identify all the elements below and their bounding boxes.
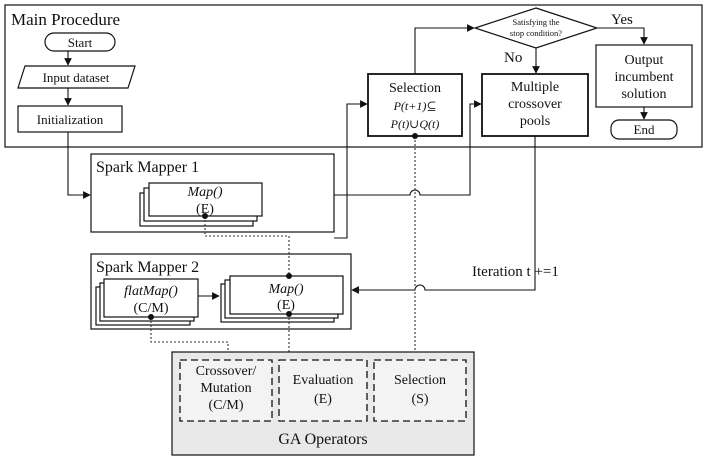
output-line-2: incumbent bbox=[614, 70, 673, 85]
iteration-label: Iteration t +=1 bbox=[472, 264, 559, 280]
selection-formula-2: P(t)∪Q(t) bbox=[390, 117, 440, 131]
mapper2-map-box bbox=[229, 275, 344, 315]
mapper1-map-label: Map() bbox=[187, 185, 223, 200]
start-label: Start bbox=[68, 35, 93, 50]
evaluation-operator bbox=[278, 359, 368, 422]
crossover-pools-node bbox=[481, 73, 589, 137]
ga-selection-line-2: (S) bbox=[411, 392, 428, 407]
crossover-pools-line-3: pools bbox=[520, 114, 550, 129]
decision-line-2: stop condition? bbox=[510, 28, 562, 38]
selection-formula-1: P(t+1)⊆ bbox=[393, 99, 437, 113]
spark-mapper-1-title: Spark Mapper 1 bbox=[96, 159, 199, 176]
crossover-pools-line-2: crossover bbox=[508, 97, 562, 112]
output-node bbox=[595, 44, 693, 108]
ga-crossover-line-1: Crossover/ bbox=[196, 364, 257, 379]
ga-selection-line-1: Selection bbox=[394, 373, 446, 388]
initialization-node bbox=[17, 105, 123, 133]
output-line-3: solution bbox=[621, 87, 666, 102]
mapper2-map-sub: (E) bbox=[277, 298, 295, 313]
yes-label: Yes bbox=[611, 12, 633, 28]
no-label: No bbox=[504, 50, 522, 66]
flatmap-sub: (C/M) bbox=[134, 301, 169, 316]
crossover-mutation-operator bbox=[179, 359, 273, 422]
selection-label: Selection bbox=[389, 81, 441, 96]
end-node bbox=[610, 119, 678, 140]
end-label: End bbox=[634, 122, 655, 137]
start-node bbox=[44, 32, 116, 52]
flatmap-box bbox=[103, 278, 199, 318]
ga-evaluation-line-1: Evaluation bbox=[293, 373, 354, 388]
input-dataset-node bbox=[17, 65, 136, 89]
input-dataset-label: Input dataset bbox=[43, 70, 110, 85]
ga-operators-title: GA Operators bbox=[278, 431, 367, 448]
ga-evaluation-line-2: (E) bbox=[314, 392, 332, 407]
mapper1-map-sub: (E) bbox=[196, 202, 214, 217]
crossover-pools-line-1: Multiple bbox=[511, 80, 559, 95]
output-line-1: Output bbox=[625, 53, 664, 68]
initialization-label: Initialization bbox=[37, 112, 104, 127]
ga-crossover-line-2: Mutation bbox=[200, 381, 251, 396]
spark-mapper-2-title: Spark Mapper 2 bbox=[96, 259, 199, 276]
selection-operator bbox=[373, 359, 467, 422]
mapper1-map-box bbox=[148, 182, 263, 217]
main-procedure-title: Main Procedure bbox=[11, 10, 120, 29]
ga-crossover-line-3: (C/M) bbox=[209, 398, 244, 413]
decision-line-1: Satisfying the bbox=[513, 17, 560, 27]
flatmap-label: flatMap() bbox=[124, 284, 178, 299]
mapper2-map-label: Map() bbox=[268, 282, 304, 297]
